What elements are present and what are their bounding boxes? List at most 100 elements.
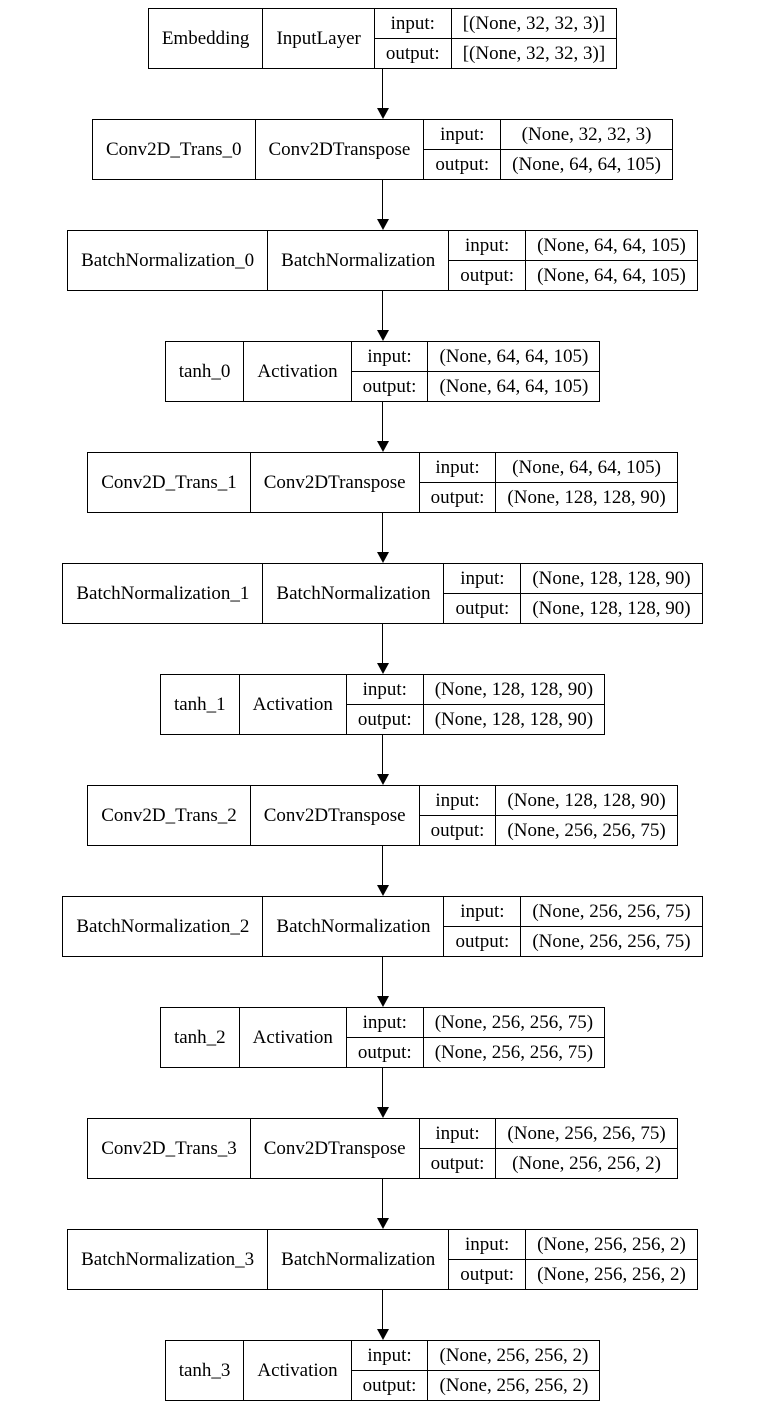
layer-type: BatchNormalization [263,897,445,956]
input-shape-value: (None, 128, 128, 90) [496,786,677,816]
layer-node-Conv2D_Trans_0: Conv2D_Trans_0 Conv2DTranspose input: ou… [92,119,673,180]
layer-name: BatchNormalization_1 [63,564,264,623]
output-label: output: [430,486,485,508]
io-value-column: (None, 256, 256, 75) (None, 256, 256, 2) [496,1119,677,1178]
output-shape-value: (None, 128, 128, 90) [434,708,594,730]
io-value-column: (None, 64, 64, 105) (None, 128, 128, 90) [496,453,677,512]
io-label-column: input: output: [419,786,497,845]
input-label: input: [374,9,451,39]
input-shape-value: (None, 256, 256, 2) [526,1230,697,1260]
layer-node-tanh_0: tanh_0 Activation input: output: (None, … [164,341,601,402]
io-value-column: (None, 256, 256, 75) (None, 256, 256, 75… [521,897,702,956]
output-shape-value: (None, 256, 256, 75) [532,930,691,952]
input-shape-value: (None, 256, 256, 75) [496,1119,677,1149]
output-shape-value: (None, 256, 256, 2) [512,1152,661,1174]
arrow-shaft [381,1290,384,1329]
output-label: output: [460,264,515,286]
arrow-shaft [381,402,384,441]
arrow-shaft [381,735,384,774]
layer-type: Conv2DTranspose [251,1119,420,1178]
io-label-column: input: output: [374,9,452,68]
output-label: output: [362,375,417,397]
layer-name: Conv2D_Trans_0 [93,120,256,179]
layer-type: BatchNormalization [263,564,445,623]
layer-name: Conv2D_Trans_2 [88,786,251,845]
io-value-column: (None, 128, 128, 90) (None, 256, 256, 75… [496,786,677,845]
layer-node-BatchNormalization_1: BatchNormalization_1 BatchNormalization … [62,563,703,624]
arrow-down-icon [376,885,389,896]
io-label-column: input: output: [346,1008,424,1067]
layer-type: Conv2DTranspose [256,120,425,179]
input-label: input: [449,1230,526,1260]
arrow-down-icon [376,996,389,1007]
output-label: output: [455,597,510,619]
input-shape-value: [(None, 32, 32, 3)] [451,9,617,39]
input-label: input: [419,1119,496,1149]
io-label-column: input: output: [449,1230,527,1289]
output-label: output: [385,42,440,64]
flow-arrow [376,1290,389,1340]
flow-arrow [376,291,389,341]
output-label: output: [357,1041,412,1063]
layer-type: InputLayer [263,9,375,68]
layer-name: Embedding [149,9,264,68]
input-shape-value: (None, 128, 128, 90) [521,564,702,594]
io-value-column: (None, 128, 128, 90) (None, 128, 128, 90… [423,675,605,734]
layer-graph: Embedding InputLayer input: output: [(No… [0,8,765,1401]
output-label: output: [430,819,485,841]
flow-arrow [376,624,389,674]
io-label-column: input: output: [424,120,502,179]
input-label: input: [419,453,496,483]
layer-name: tanh_2 [161,1008,240,1067]
input-shape-value: (None, 32, 32, 3) [501,120,672,150]
output-shape-value: (None, 64, 64, 105) [512,153,661,175]
arrow-down-icon [376,1329,389,1340]
layer-node-Conv2D_Trans_3: Conv2D_Trans_3 Conv2DTranspose input: ou… [87,1118,678,1179]
io-label-column: input: output: [346,675,424,734]
layer-node-tanh_3: tanh_3 Activation input: output: (None, … [164,1340,601,1401]
output-shape-value: (None, 64, 64, 105) [537,264,686,286]
arrow-shaft [381,180,384,219]
flow-arrow [376,180,389,230]
input-shape-value: (None, 256, 256, 2) [428,1341,600,1371]
io-label-column: input: output: [449,231,527,290]
output-shape-value: (None, 256, 256, 75) [434,1041,594,1063]
io-label-column: input: output: [351,1341,429,1400]
flow-arrow [376,846,389,896]
layer-name: tanh_1 [161,675,240,734]
io-value-column: [(None, 32, 32, 3)] [(None, 32, 32, 3)] [451,9,617,68]
input-label: input: [351,1341,428,1371]
io-value-column: (None, 32, 32, 3) (None, 64, 64, 105) [501,120,672,179]
input-label: input: [444,897,521,927]
layer-type: Activation [240,1008,347,1067]
arrow-down-icon [376,1218,389,1229]
io-value-column: (None, 64, 64, 105) (None, 64, 64, 105) [428,342,600,401]
output-shape-value: (None, 256, 256, 2) [537,1263,686,1285]
arrow-down-icon [376,1107,389,1118]
flow-arrow [376,69,389,119]
flow-arrow [376,402,389,452]
layer-type: Conv2DTranspose [251,786,420,845]
layer-node-tanh_1: tanh_1 Activation input: output: (None, … [159,674,606,735]
input-label: input: [449,231,526,261]
input-label: input: [419,786,496,816]
flow-arrow [376,513,389,563]
input-shape-value: (None, 128, 128, 90) [423,675,605,705]
arrow-shaft [381,1068,384,1107]
output-shape-value: (None, 128, 128, 90) [532,597,691,619]
io-label-column: input: output: [444,564,522,623]
output-shape-value: (None, 64, 64, 105) [439,375,589,397]
layer-type: Activation [244,1341,352,1400]
layer-node-BatchNormalization_2: BatchNormalization_2 BatchNormalization … [62,896,703,957]
input-label: input: [444,564,521,594]
layer-name: tanh_0 [166,342,245,401]
input-shape-value: (None, 64, 64, 105) [428,342,600,372]
output-shape-value: (None, 256, 256, 2) [439,1374,589,1396]
output-label: output: [435,153,490,175]
flow-arrow [376,957,389,1007]
io-value-column: (None, 256, 256, 2) (None, 256, 256, 2) [428,1341,600,1400]
output-label: output: [460,1263,515,1285]
arrow-shaft [381,624,384,663]
layer-node-BatchNormalization_3: BatchNormalization_3 BatchNormalization … [67,1229,698,1290]
